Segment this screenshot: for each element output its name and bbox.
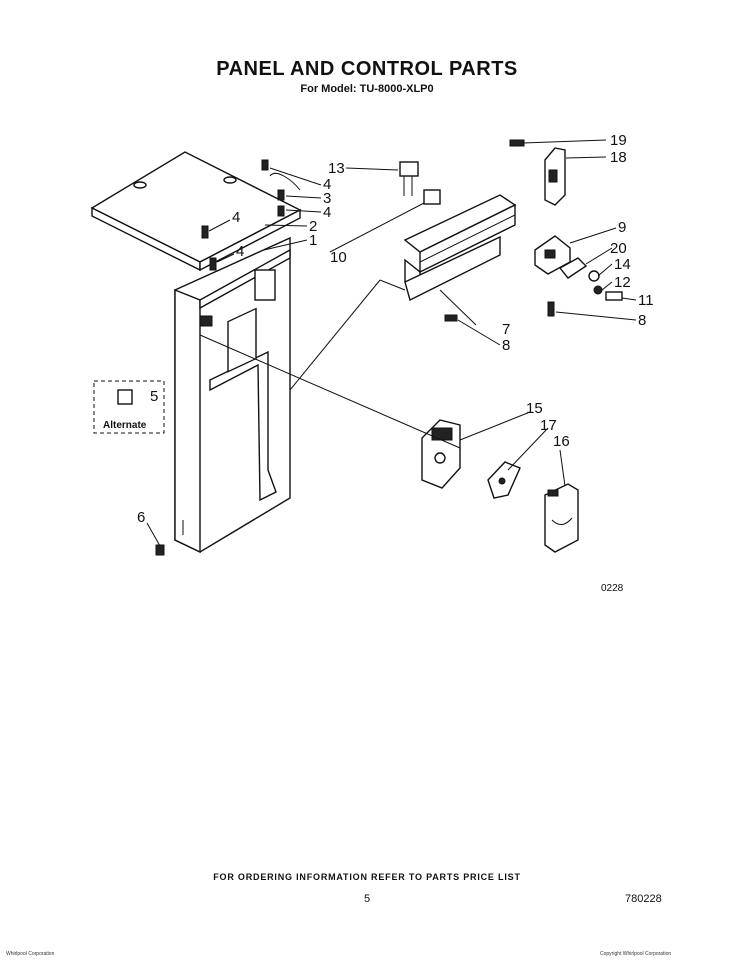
callout-10: 10: [330, 249, 347, 266]
alternate-label: Alternate: [103, 420, 147, 431]
callout-20: 20: [610, 240, 627, 257]
knob-parts-20-14-12-11: [558, 257, 623, 301]
screw-8-lower: [444, 314, 458, 322]
callout-18: 18: [610, 149, 627, 166]
callout-4b: 4: [323, 204, 331, 221]
callout-3: 3: [323, 190, 331, 207]
callout-11: 11: [638, 292, 654, 309]
screw-8-upper: [547, 301, 555, 317]
screw-19: [509, 139, 525, 147]
main-side-panel: [174, 236, 291, 554]
callout-13: 13: [328, 160, 345, 177]
model-subtitle: For Model: TU-8000-XLP0: [300, 83, 434, 95]
knob-plate-16: [544, 483, 579, 553]
timer-housing-15: [421, 419, 461, 489]
callout-8a: 8: [638, 312, 646, 329]
callout-16: 16: [553, 433, 570, 450]
leader-lines: [146, 139, 637, 547]
connector-13: [399, 161, 419, 196]
screws-4-3: [201, 159, 301, 271]
switch-10: [423, 189, 441, 205]
screw-6: [155, 544, 165, 556]
callout-15: 15: [526, 400, 543, 417]
callout-1: 1: [309, 232, 317, 249]
callout-4d: 4: [236, 243, 244, 260]
callout-8b: 8: [502, 337, 510, 354]
callout-4c: 4: [232, 209, 240, 226]
diagram-ref-code: 0228: [601, 583, 624, 594]
alternate-box: Alternate: [93, 380, 165, 434]
callout-6: 6: [137, 509, 145, 526]
fine-print-left: Whirlpool Corporation: [6, 951, 55, 957]
page-title: PANEL AND CONTROL PARTS: [216, 58, 518, 80]
handle-part-18: [544, 147, 566, 206]
callout-5: 5: [150, 388, 158, 405]
callout-7: 7: [502, 321, 510, 338]
callout-12: 12: [614, 274, 631, 291]
fine-print-right: Copyright Whirlpool Corporation: [600, 951, 672, 957]
ordering-note: FOR ORDERING INFORMATION REFER TO PARTS …: [213, 872, 521, 882]
callout-4a: 4: [323, 176, 331, 193]
dial-17: [487, 461, 521, 499]
callout-numbers: 19 18 13 4 3 4 2 4 1 4 10 9 20 14 12 11 …: [137, 132, 654, 526]
callout-9: 9: [618, 219, 626, 236]
callout-2: 2: [309, 218, 317, 235]
control-rail: [403, 194, 517, 302]
callout-19: 19: [610, 132, 627, 149]
callout-14: 14: [614, 256, 631, 273]
page-number: 5: [364, 893, 371, 905]
callout-17: 17: [540, 417, 557, 434]
document-code: 780228: [625, 893, 662, 905]
